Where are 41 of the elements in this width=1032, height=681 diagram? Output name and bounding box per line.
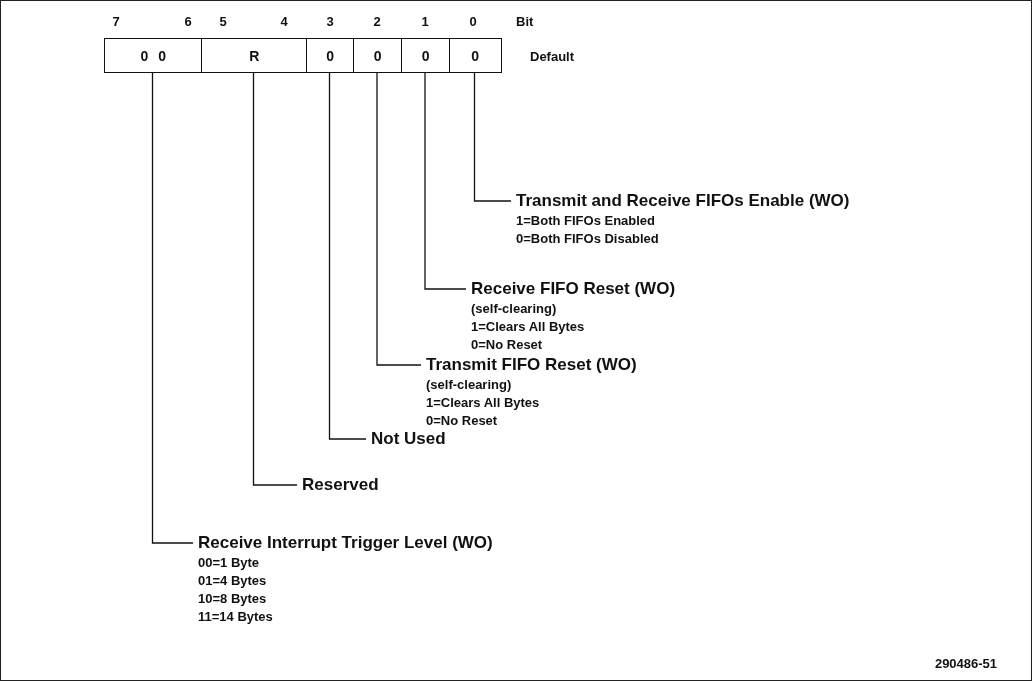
register-cell: 0 xyxy=(401,38,451,73)
row-label: Default xyxy=(530,48,575,64)
leader-line xyxy=(473,72,512,202)
bit-number: 4 xyxy=(280,13,288,29)
register-cell: 0 xyxy=(353,38,403,73)
leader-line xyxy=(252,72,298,486)
field-name: Receive Interrupt Trigger Level (WO) xyxy=(198,532,493,554)
field-value-note: (self-clearing) xyxy=(471,300,558,318)
field-value-note: (self-clearing) xyxy=(426,376,513,394)
field-name: Transmit FIFO Reset (WO) xyxy=(426,354,637,376)
bit-number: 0 xyxy=(469,13,477,29)
field-value-note: 10=8 Bytes xyxy=(198,590,268,608)
register-cell: 0 xyxy=(306,38,355,73)
field-name: Receive FIFO Reset (WO) xyxy=(471,278,676,300)
figure-number: 290486-51 xyxy=(934,655,998,671)
field-value-note: 0=No Reset xyxy=(471,336,544,354)
bit-number: 7 xyxy=(112,13,120,29)
bit-number: 3 xyxy=(326,13,334,29)
bit-number: 5 xyxy=(219,13,227,29)
leader-line xyxy=(424,72,467,290)
bit-number: 6 xyxy=(184,13,192,29)
leader-line xyxy=(376,72,422,366)
register-cell: 0 xyxy=(449,38,502,73)
field-value-note: 00=1 Byte xyxy=(198,554,261,572)
field-value-note: 0=No Reset xyxy=(426,412,499,430)
register-cell: R xyxy=(201,38,308,73)
row-label: Bit xyxy=(516,13,534,29)
field-value-note: 0=Both FIFOs Disabled xyxy=(516,230,660,248)
field-name: Reserved xyxy=(302,474,379,496)
leader-line xyxy=(328,72,367,440)
field-value-note: 1=Both FIFOs Enabled xyxy=(516,212,657,230)
field-value-note: 11=14 Bytes xyxy=(198,608,274,626)
field-value-note: 01=4 Bytes xyxy=(198,572,268,590)
register-cell: 0 0 xyxy=(104,38,203,73)
field-name: Not Used xyxy=(371,428,446,450)
bit-number: 1 xyxy=(421,13,429,29)
bit-number: 2 xyxy=(373,13,381,29)
field-value-note: 1=Clears All Bytes xyxy=(426,394,541,412)
field-name: Transmit and Receive FIFOs Enable (WO) xyxy=(516,190,850,212)
field-value-note: 1=Clears All Bytes xyxy=(471,318,586,336)
leader-line xyxy=(151,72,194,544)
